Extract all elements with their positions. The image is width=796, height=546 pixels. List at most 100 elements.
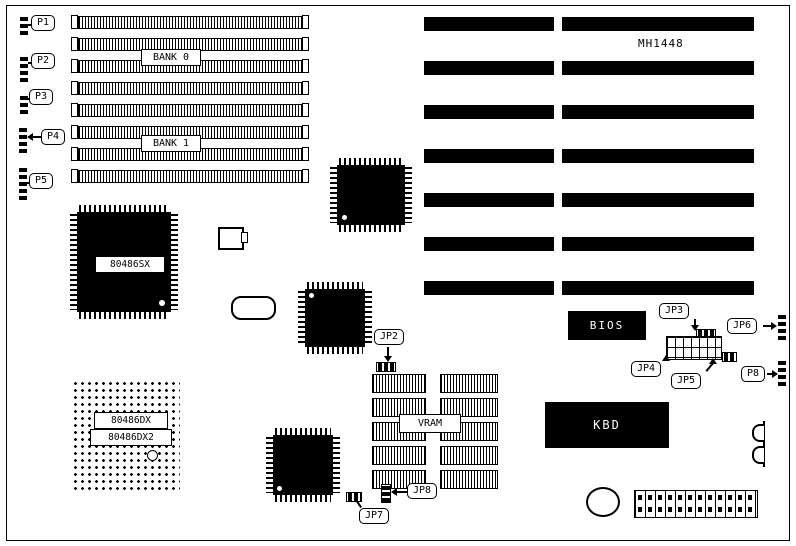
jp8-jumper bbox=[381, 484, 391, 503]
vram-chip bbox=[440, 374, 498, 393]
chip-pins bbox=[339, 225, 403, 232]
chip-body bbox=[337, 165, 405, 225]
callout-jp8: JP8 bbox=[407, 483, 438, 499]
vram-label: VRAM bbox=[399, 414, 461, 433]
chip-pins bbox=[275, 495, 331, 502]
chip-pins bbox=[70, 214, 77, 310]
leader-line bbox=[763, 325, 772, 327]
cpu-80486dx2-label: 80486DX2 bbox=[90, 429, 172, 446]
leader-line bbox=[694, 319, 696, 326]
pin1-dot bbox=[342, 215, 347, 220]
bios-chip: BIOS bbox=[568, 311, 646, 340]
isa-slot-segment bbox=[424, 61, 554, 75]
din-connector-bottom bbox=[752, 446, 764, 464]
chip-body bbox=[273, 435, 333, 495]
qfp-chip-3 bbox=[266, 428, 340, 502]
callout-p3: P3 bbox=[29, 89, 54, 105]
callout-jp2-label: JP2 bbox=[380, 331, 399, 342]
isa-slot-segment bbox=[424, 281, 554, 295]
bios-label: BIOS bbox=[589, 319, 625, 332]
chip-pins bbox=[79, 312, 169, 319]
din-connector-line bbox=[763, 421, 765, 467]
connector-p5 bbox=[19, 168, 27, 200]
cpu-sx-text: 80486SX bbox=[109, 258, 151, 270]
callout-p4-label: P4 bbox=[47, 131, 60, 142]
board-outline bbox=[6, 5, 790, 541]
chip-pins bbox=[307, 282, 363, 289]
jp7-jumper bbox=[346, 492, 362, 502]
vram-chip bbox=[372, 374, 426, 393]
pin1-dot bbox=[309, 293, 314, 298]
board-model-text: MH1448 bbox=[638, 37, 684, 50]
vram-text: VRAM bbox=[417, 417, 443, 429]
leader-line bbox=[33, 136, 42, 138]
callout-p1-label: P1 bbox=[37, 17, 50, 28]
callout-jp3-label: JP3 bbox=[665, 305, 684, 316]
callout-p5-label: P5 bbox=[35, 175, 48, 186]
chip-pins bbox=[307, 347, 363, 354]
isa-slot-segment bbox=[562, 281, 754, 295]
round-component bbox=[586, 487, 620, 517]
callout-jp6: JP6 bbox=[727, 318, 758, 334]
cpu-dx2-text: 80486DX2 bbox=[108, 431, 154, 443]
pin1-dot bbox=[159, 300, 165, 306]
arrowhead bbox=[662, 355, 670, 361]
isa-slot-segment bbox=[424, 193, 554, 207]
leader-line bbox=[387, 347, 389, 357]
callout-jp4: JP4 bbox=[631, 361, 662, 377]
isa-slot-segment bbox=[562, 237, 754, 251]
chip-pins bbox=[266, 437, 273, 493]
connector-p1 bbox=[20, 17, 28, 35]
chip-pins bbox=[339, 158, 403, 165]
callout-p3-label: P3 bbox=[35, 91, 48, 102]
cpu-dx-text: 80486DX bbox=[110, 414, 152, 426]
isa-slot-segment bbox=[562, 61, 754, 75]
callout-jp2: JP2 bbox=[374, 329, 405, 345]
bank1-text: BANK 1 bbox=[152, 137, 190, 149]
bank1-label: BANK 1 bbox=[141, 135, 201, 152]
simm-socket bbox=[71, 59, 309, 73]
connector-p8 bbox=[778, 361, 786, 386]
isa-slot-segment bbox=[424, 237, 554, 251]
callout-jp4-label: JP4 bbox=[637, 363, 656, 374]
isa-slot-segment bbox=[424, 149, 554, 163]
chip-pins bbox=[298, 291, 305, 345]
leader-line bbox=[26, 182, 30, 184]
keyboard-controller-chip: KBD bbox=[545, 402, 669, 448]
leader-line bbox=[396, 491, 407, 493]
callout-jp3: JP3 bbox=[659, 303, 690, 319]
callout-p8: P8 bbox=[741, 366, 766, 382]
cpu-80486sx-label: 80486SX bbox=[95, 256, 165, 273]
callout-jp6-label: JP6 bbox=[733, 320, 752, 331]
chip-pins bbox=[275, 428, 331, 435]
chip-pins bbox=[405, 167, 412, 223]
chip-pins bbox=[365, 291, 372, 345]
callout-jp5-label: JP5 bbox=[677, 375, 696, 386]
connector-jp6 bbox=[778, 315, 786, 340]
callout-p1: P1 bbox=[31, 15, 56, 31]
connector-p2 bbox=[20, 57, 28, 82]
arrowhead bbox=[691, 325, 699, 331]
isa-slot-segment bbox=[562, 105, 754, 119]
simm-socket bbox=[71, 103, 309, 117]
vram-chip bbox=[440, 398, 498, 417]
crystal-pin bbox=[241, 232, 248, 243]
connector-p3 bbox=[20, 96, 28, 114]
vram-chip bbox=[440, 446, 498, 465]
leader-line bbox=[28, 62, 32, 64]
isa-slot-segment bbox=[562, 149, 754, 163]
isa-slot-segment bbox=[562, 17, 754, 31]
arrowhead bbox=[384, 356, 392, 362]
simm-socket bbox=[71, 81, 309, 95]
cpu-80486dx-label: 80486DX bbox=[94, 412, 168, 429]
arrowhead bbox=[27, 133, 33, 141]
leader-line bbox=[28, 24, 32, 26]
callout-jp5: JP5 bbox=[671, 373, 702, 389]
chip-pins bbox=[330, 167, 337, 223]
isa-slot-segment bbox=[424, 17, 554, 31]
din-connector-top bbox=[752, 424, 764, 442]
isa-slot-segment bbox=[424, 105, 554, 119]
vram-chip bbox=[440, 470, 498, 489]
isa-slot-segment bbox=[562, 193, 754, 207]
